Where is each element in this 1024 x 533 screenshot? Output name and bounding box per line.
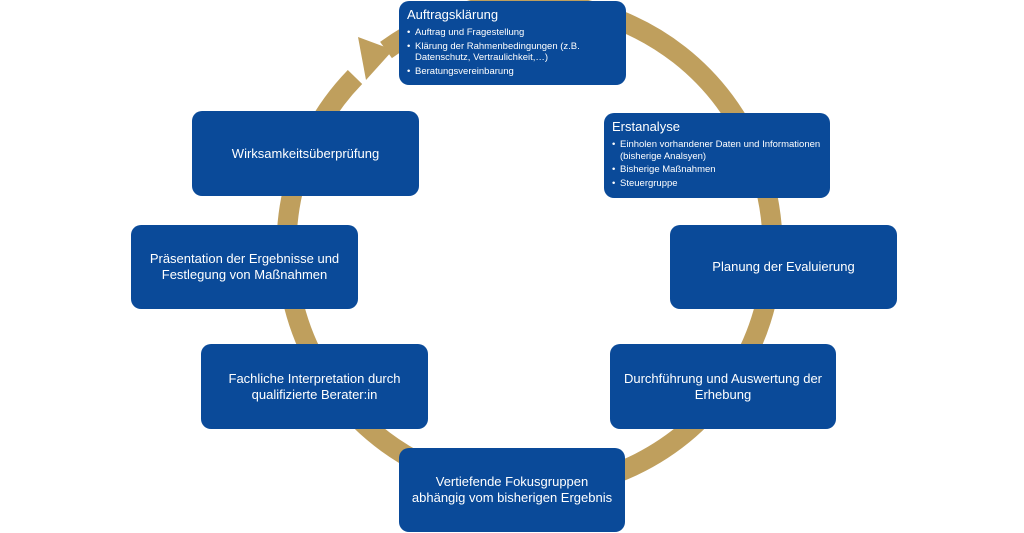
step-auftragsklaerung-bullets: Auftrag und Fragestellung Klärung der Ra…: [407, 27, 618, 77]
bullet: Auftrag und Fragestellung: [407, 27, 618, 39]
step-auftragsklaerung-title: Auftragsklärung: [407, 7, 499, 22]
bullet: Beratungsvereinbarung: [407, 66, 618, 78]
step-fokusgruppen: Vertiefende Fokusgruppen abhängig vom bi…: [399, 448, 625, 532]
step-durchfuehrung: Durchführung und Auswertung der Erhebung: [610, 344, 836, 429]
bullet: Einholen vorhandener Daten und Informati…: [612, 139, 822, 162]
step-wirksamkeit: Wirksamkeitsüberprüfung: [192, 111, 419, 196]
step-planung: Planung der Evaluierung: [670, 225, 897, 309]
cycle-arrowhead: [358, 37, 393, 80]
bullet: Klärung der Rahmenbedingungen (z.B. Date…: [407, 41, 618, 64]
step-auftragsklaerung: Auftragsklärung Auftrag und Fragestellun…: [399, 1, 626, 85]
step-erstanalyse-title: Erstanalyse: [612, 119, 680, 134]
bullet: Steuergruppe: [612, 178, 822, 190]
step-erstanalyse: Erstanalyse Einholen vorhandener Daten u…: [604, 113, 830, 198]
bullet: Bisherige Maßnahmen: [612, 164, 822, 176]
step-praesentation: Präsentation der Ergebnisse und Festlegu…: [131, 225, 358, 309]
step-interpretation: Fachliche Interpretation durch qualifizi…: [201, 344, 428, 429]
step-erstanalyse-bullets: Einholen vorhandener Daten und Informati…: [612, 139, 822, 189]
